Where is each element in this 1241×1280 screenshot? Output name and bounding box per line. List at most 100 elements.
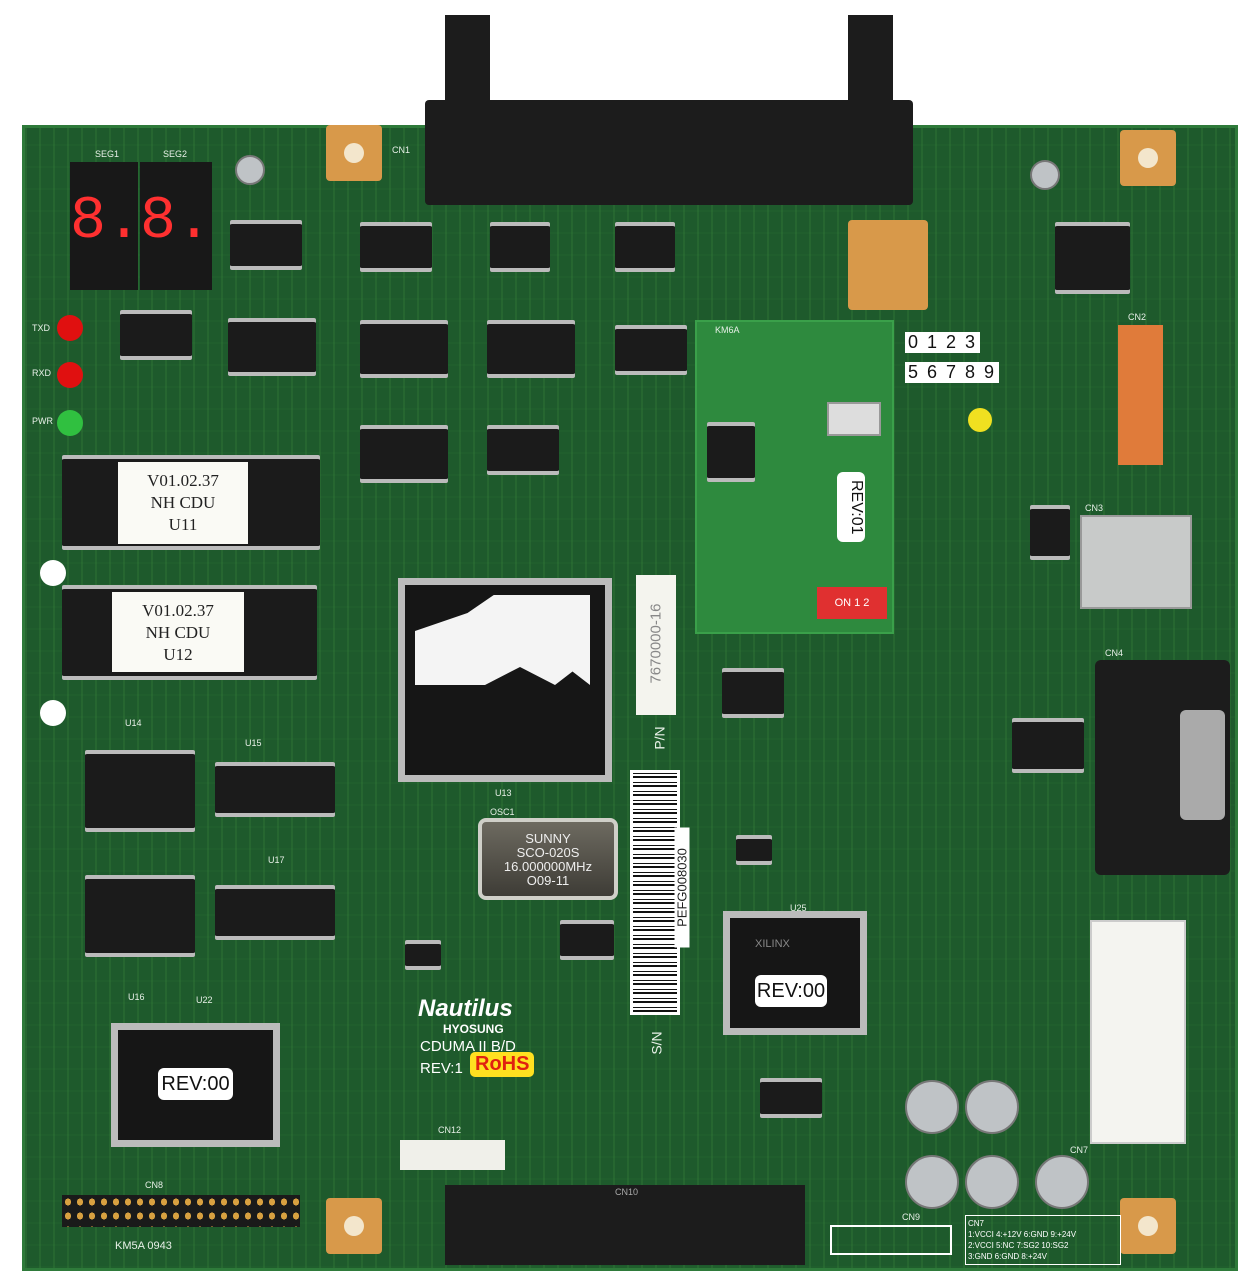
serial-number-value: PEFG008030: [674, 827, 690, 948]
osc1-label: OSC1: [490, 807, 515, 817]
crystal-oscillator: SUNNY SCO-020S 16.000000MHz O09-11: [478, 818, 618, 900]
electrolytic-capacitor: [905, 1080, 959, 1134]
ic-chip: [360, 320, 448, 378]
cn1-label: CN1: [392, 145, 411, 155]
sticker-version: V01.02.37: [147, 471, 219, 490]
cn3-label: CN3: [1085, 503, 1104, 513]
ic-chip: [707, 422, 755, 482]
osc-frequency: 16.000000MHz: [503, 859, 593, 874]
u15-label: U15: [245, 738, 262, 748]
cn9-label: CN9: [902, 1212, 921, 1222]
cn4-label: CN4: [1105, 648, 1124, 658]
rxd-label: RXD: [32, 368, 52, 378]
ic-chip: [615, 222, 675, 272]
board-marking: KM5A 0943: [115, 1240, 172, 1252]
sticker-ref: U12: [163, 645, 193, 664]
cn7-pinout-row: 2:VCCI 5:NC 7:SG2 10:SG2: [968, 1241, 1069, 1250]
electrolytic-capacitor: [905, 1155, 959, 1209]
brand-logo: Nautilus: [418, 995, 513, 1022]
ic-chip: [360, 222, 432, 272]
ic-chip: [490, 222, 550, 272]
revision-label: REV:1: [420, 1060, 463, 1077]
cn7-pinout-row: 3:GND 6:GND 8:+24V: [968, 1252, 1047, 1261]
model-label: CDUMA II B/D: [420, 1038, 516, 1055]
sram-chip: [215, 762, 335, 817]
seven-segment-display: 8.: [70, 162, 142, 290]
sticker-version: V01.02.37: [142, 601, 214, 620]
cn1-connector: [425, 100, 913, 205]
cn8-label: CN8: [145, 1180, 164, 1190]
fet2: [1055, 222, 1130, 294]
xilinx-marking: XILINX: [755, 938, 790, 950]
fiducial: [40, 560, 66, 586]
u22-label: U22: [196, 995, 213, 1005]
pwr-led: [57, 410, 83, 436]
sticker-name: NH CDU: [150, 493, 216, 512]
dip-switch[interactable]: ON 1 2: [817, 587, 887, 619]
osc-model: SCO-020S: [516, 845, 580, 860]
pwr-label: PWR: [32, 416, 53, 426]
electrolytic-capacitor: [1035, 1155, 1089, 1209]
mounting-hole: [1120, 1198, 1176, 1254]
ic-chip: [1012, 718, 1084, 773]
sram-chip: [215, 885, 335, 940]
mounting-hole: [1120, 130, 1176, 186]
pn-label: P/N: [651, 726, 668, 750]
digit-strip-bottom: 5 6 7 8 9: [905, 362, 1000, 383]
db9-shell: [1180, 710, 1225, 820]
flash-chip: [85, 750, 195, 832]
ic-chip: [228, 318, 316, 376]
module-ref: KM6A: [715, 325, 740, 335]
mounting-hole: [326, 125, 382, 181]
cn9-connector[interactable]: [830, 1225, 952, 1255]
cn7-power-connector[interactable]: [1090, 920, 1186, 1144]
ic-chip: [405, 940, 441, 970]
ic-chip: [736, 835, 772, 865]
module-rev-tag: REV:01: [837, 472, 865, 542]
cn12-label: CN12: [438, 1125, 462, 1135]
u13-label: U13: [495, 788, 512, 798]
ic-chip: [120, 310, 192, 360]
daughter-module: KM6A REV:01 ON 1 2: [695, 320, 894, 634]
cn1-latch: [848, 15, 893, 110]
electrolytic-capacitor: [1030, 160, 1060, 190]
u14-label: U14: [125, 718, 142, 728]
sn-label: S/N: [648, 1031, 665, 1055]
ic-chip: [760, 1078, 822, 1118]
rxd-led: [57, 362, 83, 388]
u25-label: U25: [790, 903, 807, 913]
electrolytic-capacitor: [235, 155, 265, 185]
electrolytic-capacitor: [965, 1080, 1019, 1134]
u17-label: U17: [268, 855, 285, 865]
cn10-label: CN10: [615, 1187, 639, 1197]
cn2-connector: [1118, 325, 1163, 465]
sticker-ref: U11: [168, 515, 198, 534]
mounting-hole: [326, 1198, 382, 1254]
xilinx-cpld-chip: XILINX: [730, 918, 860, 1028]
cn3-usb-connector[interactable]: [1080, 515, 1192, 609]
cn1-latch: [445, 15, 490, 110]
cn8-pin-header[interactable]: [62, 1195, 300, 1227]
electrolytic-capacitor: [965, 1155, 1019, 1209]
seg2-label: SEG2: [163, 149, 188, 159]
seg1-label: SEG1: [95, 149, 120, 159]
cn10-connector[interactable]: [445, 1185, 805, 1265]
digit-strip-top: 0 1 2 3: [905, 332, 981, 353]
fet1-regulator: [848, 220, 928, 310]
fiducial: [40, 700, 66, 726]
crystal: [827, 402, 881, 436]
osc-date: O09-11: [526, 873, 570, 888]
ic-chip: [487, 320, 575, 378]
cn12-connector[interactable]: [400, 1140, 505, 1170]
ic-chip: [487, 425, 559, 475]
cn7-label: CN7: [1070, 1145, 1089, 1155]
rohs-badge: RoHS: [470, 1052, 535, 1077]
ic-chip: [360, 425, 448, 483]
flash-chip: [85, 875, 195, 957]
cn7-legend-title: CN7: [968, 1219, 985, 1228]
firmware-sticker-u12: V01.02.37 NH CDU U12: [112, 592, 244, 672]
ic-chip: [230, 220, 302, 270]
ic-chip: [560, 920, 614, 960]
ic-chip: [1030, 505, 1070, 560]
osc-brand: SUNNY: [525, 831, 571, 846]
